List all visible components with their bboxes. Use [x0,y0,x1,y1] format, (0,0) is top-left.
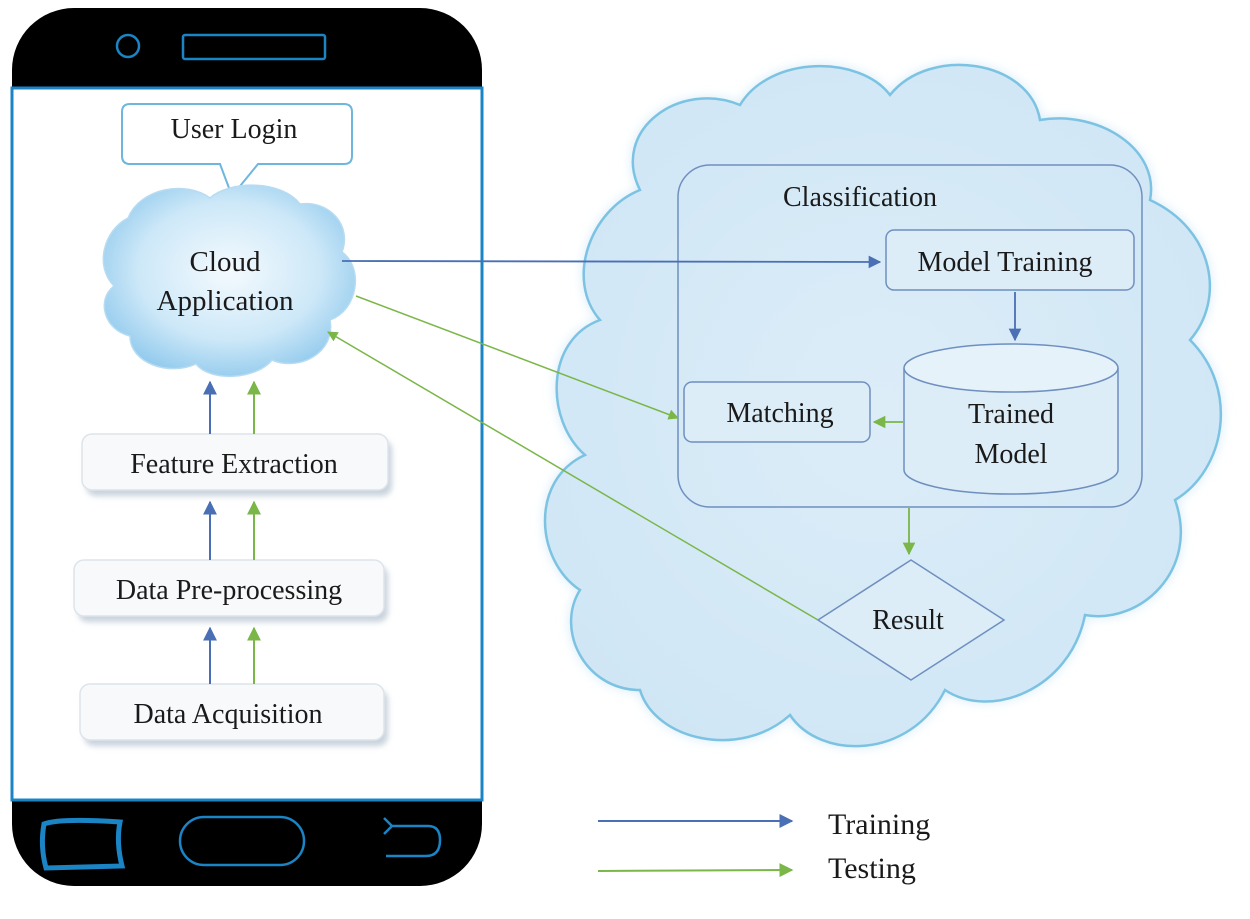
result-label: Result [872,605,944,636]
model-training-box [885,229,1135,291]
stage-data-acquisition [79,683,388,746]
feature-extraction-label: Feature Extraction [130,449,338,480]
phone-speaker [181,33,327,61]
classification-label: Classification [783,182,937,213]
home-button[interactable] [178,815,306,867]
recent-apps-icon[interactable] [39,817,126,871]
classification-box [677,164,1143,508]
data-acquisition-label: Data Acquisition [134,699,323,730]
trained-model-cylinder [903,343,1119,495]
legend-training-label: Training [828,808,930,841]
back-icon[interactable] [383,817,442,858]
cloud-application-label-line2: Application [157,285,294,317]
cloud-application-cloud [102,184,357,377]
result-diamond [816,559,1006,681]
matching-box [683,381,871,443]
stage-feature-extraction [81,433,392,496]
user-login-callout [121,103,353,198]
cloud-to-model-training-arrow [341,255,882,269]
cloud-application-label-line1: Cloud [190,246,261,278]
matching-label: Matching [726,398,833,429]
data-preprocessing-label: Data Pre-processing [116,575,342,606]
legend: Training Testing [597,808,930,885]
stage-data-preprocessing [73,559,388,622]
front-camera [115,33,141,59]
trained-model-label-line2: Model [974,439,1047,470]
legend-testing-arrow [597,863,794,878]
user-login-label: User Login [171,114,298,145]
result-to-cloud-arrow [327,331,819,621]
cloud-to-matching-arrow [355,295,679,420]
trained-model-label-line1: Trained [968,399,1054,430]
legend-testing-label: Testing [828,852,916,885]
model-training-label: Model Training [917,247,1092,278]
